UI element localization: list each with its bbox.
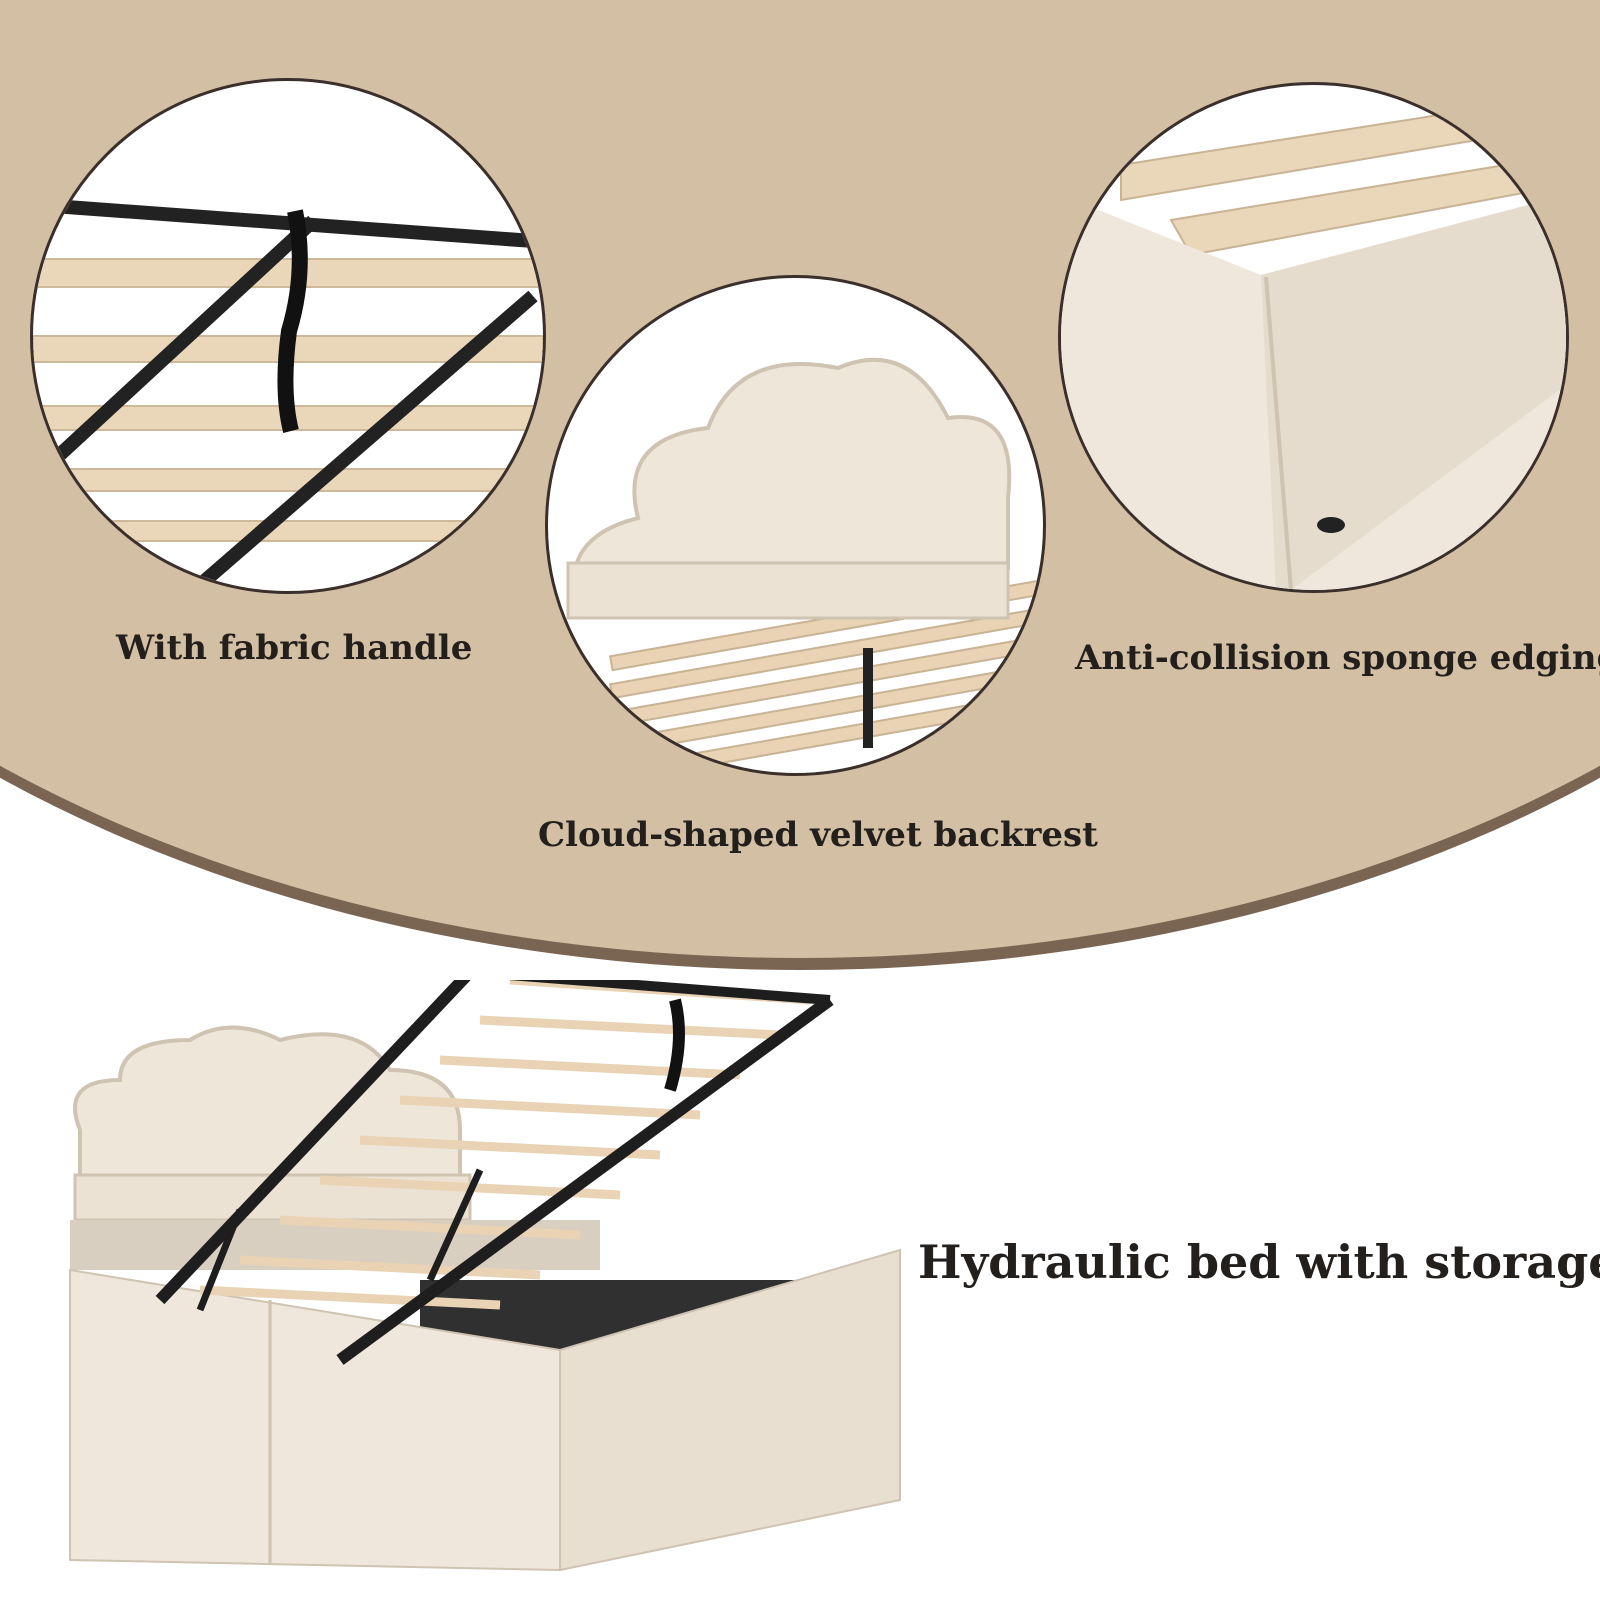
- cloud-headboard-illustration: [566, 357, 1043, 773]
- detail-circle-cloud-backrest: [545, 275, 1046, 776]
- feature-label-cloud-backrest: Cloud-shaped velvet backrest: [538, 815, 1098, 855]
- detail-circle-sponge-edging: [1058, 82, 1569, 593]
- main-caption: Hydraulic bed with storage: [918, 1235, 1600, 1289]
- feature-label-sponge-edging: Anti-collision sponge edging: [1075, 638, 1600, 678]
- detail-circle-fabric-handle: [30, 78, 546, 594]
- hydraulic-storage-bed-illustration: [69, 980, 901, 1572]
- rounded-edge-illustration: [1061, 93, 1566, 590]
- slats-with-handle-illustration: [33, 199, 543, 591]
- feature-label-fabric-handle: With fabric handle: [116, 628, 473, 668]
